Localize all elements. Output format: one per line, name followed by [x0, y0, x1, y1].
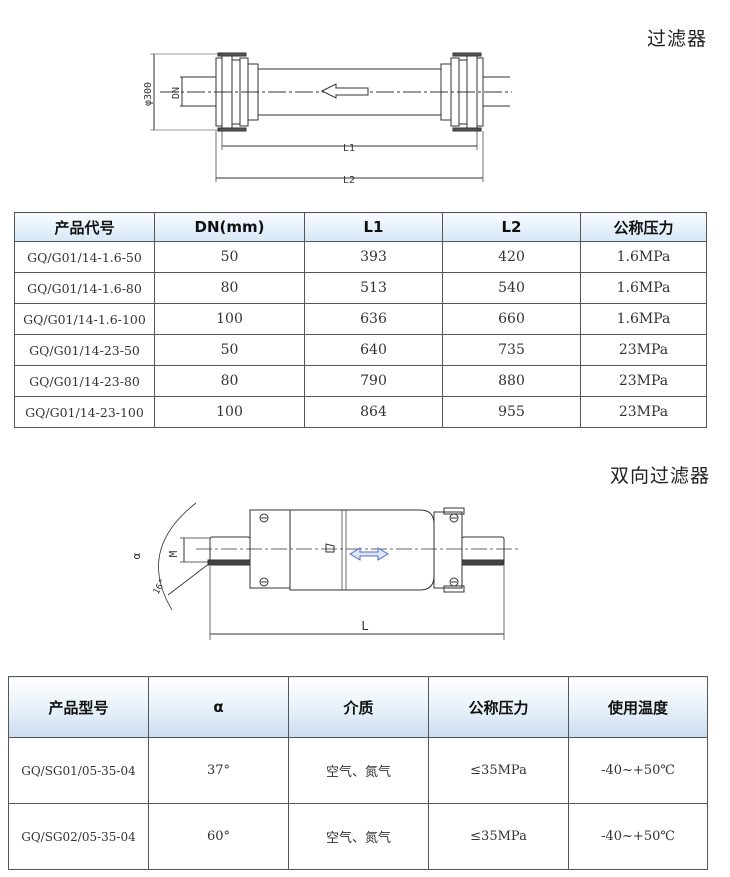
cell-pressure: 1.6MPa — [580, 303, 707, 335]
l1-label: L1 — [343, 143, 355, 154]
cell-model: GQ/SG01/05-35-04 — [8, 737, 149, 804]
cell-code: GQ/G01/14-1.6-50 — [14, 241, 155, 273]
cell-pressure: 23MPa — [580, 334, 707, 366]
table-row: GQ/G01/14-1.6-50 50 393 420 1.6MPa — [14, 241, 707, 273]
cell-l1: 513 — [304, 272, 443, 304]
cell-l1: 640 — [304, 334, 443, 366]
cell-code: GQ/G01/14-1.6-80 — [14, 272, 155, 304]
table-header-row: 产品代号 DN(mm) L1 L2 公称压力 — [14, 212, 707, 242]
cell-model: GQ/SG02/05-35-04 — [8, 803, 149, 870]
filter-spec-table: 产品代号 DN(mm) L1 L2 公称压力 GQ/G01/14-1.6-50 … — [14, 212, 707, 428]
cell-medium: 空气、氮气 — [288, 737, 429, 804]
table-row: GQ/G01/14-1.6-80 80 513 540 1.6MPa — [14, 272, 707, 304]
cell-pressure: ≤35MPa — [428, 737, 569, 804]
header-l2: L2 — [442, 212, 581, 242]
cell-l2: 880 — [442, 365, 581, 397]
header-pressure: 公称压力 — [580, 212, 707, 242]
cell-pressure: ≤35MPa — [428, 803, 569, 870]
dia-label: φ300 — [143, 82, 154, 106]
cell-code: GQ/G01/14-23-50 — [14, 334, 155, 366]
cell-code: GQ/G01/14-1.6-100 — [14, 303, 155, 335]
cell-l2: 420 — [442, 241, 581, 273]
header-temperature: 使用温度 — [568, 676, 708, 738]
table-row: GQ/G01/14-23-100 100 864 955 23MPa — [14, 396, 707, 428]
cell-temperature: -40~+50℃ — [568, 803, 708, 870]
cell-alpha: 60° — [148, 803, 289, 870]
cell-l1: 864 — [304, 396, 443, 428]
cell-l1: 790 — [304, 365, 443, 397]
header-medium: 介质 — [288, 676, 429, 738]
filter-drawing: φ300 DN L1 L2 — [143, 52, 512, 186]
m-label: M — [167, 550, 180, 557]
l2-label: L2 — [343, 175, 355, 186]
bidir-filter-spec-table: 产品型号 α 介质 公称压力 使用温度 GQ/SG01/05-35-04 37°… — [8, 676, 708, 870]
header-l1: L1 — [304, 212, 443, 242]
cell-alpha: 37° — [148, 737, 289, 804]
table-row: GQ/SG01/05-35-04 37° 空气、氮气 ≤35MPa -40~+5… — [8, 737, 708, 804]
cell-dn: 80 — [154, 365, 305, 397]
bidir-filter-title: 双向过滤器 — [610, 465, 711, 487]
cell-pressure: 1.6MPa — [580, 272, 707, 304]
filter-title: 过滤器 — [647, 28, 708, 50]
cell-dn: 100 — [154, 396, 305, 428]
cell-code: GQ/G01/14-23-100 — [14, 396, 155, 428]
header-product-code: 产品代号 — [14, 212, 155, 242]
cell-code: GQ/G01/14-23-80 — [14, 365, 155, 397]
main-body — [289, 509, 435, 591]
cell-temperature: -40~+50℃ — [568, 737, 708, 804]
alpha-label: α — [130, 552, 143, 559]
cell-pressure: 1.6MPa — [580, 241, 707, 273]
bidir-filter-drawing: α M 16° L — [130, 502, 520, 640]
cell-l2: 955 — [442, 396, 581, 428]
cell-dn: 50 — [154, 334, 305, 366]
cell-l1: 636 — [304, 303, 443, 335]
header-dn: DN(mm) — [154, 212, 305, 242]
cell-pressure: 23MPa — [580, 396, 707, 428]
bidirectional-arrow-icon — [349, 547, 389, 561]
table-row: GQ/G01/14-23-80 80 790 880 23MPa — [14, 365, 707, 397]
header-pressure: 公称压力 — [428, 676, 569, 738]
dn-label: DN — [171, 87, 182, 99]
angle-label: 16° — [152, 577, 169, 596]
l-label: L — [361, 619, 368, 633]
table-row: GQ/G01/14-1.6-100 100 636 660 1.6MPa — [14, 303, 707, 335]
header-alpha: α — [148, 676, 289, 738]
cell-dn: 80 — [154, 272, 305, 304]
table-header-row: 产品型号 α 介质 公称压力 使用温度 — [8, 676, 708, 738]
cell-l2: 540 — [442, 272, 581, 304]
table-row: GQ/G01/14-23-50 50 640 735 23MPa — [14, 334, 707, 366]
cell-l2: 660 — [442, 303, 581, 335]
cell-pressure: 23MPa — [580, 365, 707, 397]
cell-l2: 735 — [442, 334, 581, 366]
cell-l1: 393 — [304, 241, 443, 273]
cell-dn: 50 — [154, 241, 305, 273]
cell-dn: 100 — [154, 303, 305, 335]
cell-medium: 空气、氮气 — [288, 803, 429, 870]
table-row: GQ/SG02/05-35-04 60° 空气、氮气 ≤35MPa -40~+5… — [8, 803, 708, 870]
header-model: 产品型号 — [8, 676, 149, 738]
right-body — [433, 511, 463, 589]
